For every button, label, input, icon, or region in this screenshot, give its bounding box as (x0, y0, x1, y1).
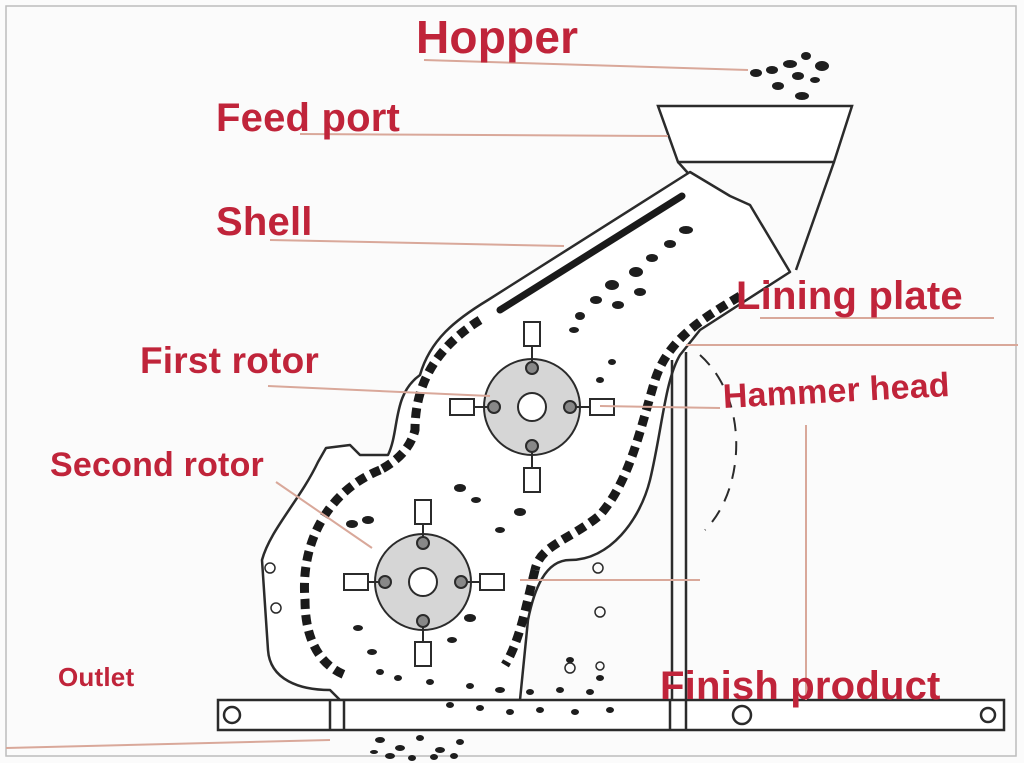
chute-lining (496, 192, 686, 314)
body-bolts (264, 562, 606, 674)
label-finish-product: Finish product (660, 664, 941, 708)
second-rotor-assembly (343, 499, 505, 667)
label-outlet: Outlet (58, 662, 135, 692)
label-lining-plate: Lining plate (736, 274, 963, 318)
falling-material (750, 52, 829, 100)
frame-border (5, 5, 1017, 757)
label-first-rotor: First rotor (140, 340, 319, 381)
leader-first-rotor (267, 385, 491, 397)
label-second-rotor: Second rotor (50, 446, 264, 484)
leader-lining-plate (686, 317, 1018, 346)
leader-outlet (5, 739, 331, 749)
crusher-base (216, 698, 1006, 732)
leader-feed-port (299, 133, 669, 137)
label-hopper: Hopper (416, 11, 579, 63)
hopper-body (656, 104, 854, 271)
internal-material (346, 226, 693, 695)
leader-second-rotor (275, 481, 373, 549)
label-shell: Shell (216, 200, 313, 244)
leader-hopper (423, 59, 749, 71)
lining-plates (299, 292, 743, 680)
discharge-arc (699, 354, 738, 531)
discharged-material (370, 702, 614, 761)
label-feed-port: Feed port (216, 96, 401, 140)
first-rotor-assembly (449, 321, 615, 493)
leader-hammer-head (599, 405, 807, 700)
leader-shell (269, 239, 565, 247)
leader-lines (5, 59, 1018, 749)
